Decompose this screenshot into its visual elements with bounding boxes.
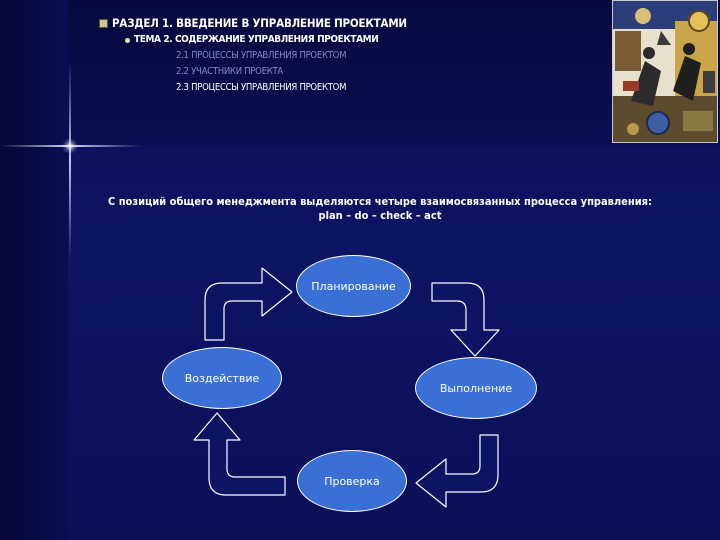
cycle-arrow-icon — [204, 267, 293, 341]
cycle-node-do-label: Выполнение — [439, 381, 513, 395]
cycle-node-plan[interactable]: Планирование — [296, 255, 411, 317]
outline-item-2-3[interactable]: 2.3 ПРОЦЕССЫ УПРАВЛЕНИЯ ПРОЕКТОМ — [176, 82, 347, 93]
intro-line-1: С позиций общего менеджмента выделяются … — [108, 195, 652, 208]
outline-section-text: РАЗДЕЛ 1. ВВЕДЕНИЕ В УПРАВЛЕНИЕ ПРОЕКТАМ… — [112, 16, 407, 30]
outline-item-2-2[interactable]: 2.2 УЧАСТНИКИ ПРОЕКТА — [176, 66, 283, 77]
cycle-arrow-icon — [431, 282, 500, 357]
cycle-node-do[interactable]: Выполнение — [415, 357, 537, 419]
outline-topic[interactable]: ТЕМА 2. СОДЕРЖАНИЕ УПРАВЛЕНИЯ ПРОЕКТАМИ — [125, 34, 379, 45]
outline-section[interactable]: РАЗДЕЛ 1. ВВЕДЕНИЕ В УПРАВЛЕНИЕ ПРОЕКТАМ… — [99, 16, 407, 30]
star-flare-vertical — [69, 60, 71, 260]
star-flare-core — [62, 139, 78, 153]
cycle-node-check[interactable]: Проверка — [297, 450, 407, 512]
cycle-arrow-icon — [415, 434, 499, 508]
clipart-illustration — [613, 1, 717, 142]
cycle-node-act[interactable]: Воздействие — [162, 347, 282, 409]
cycle-node-check-label: Проверка — [324, 474, 380, 488]
square-bullet-icon — [99, 19, 108, 28]
intro-line-2: plan – do – check – act — [318, 209, 442, 222]
cycle-node-act-label: Воздействие — [184, 372, 260, 385]
business-clipart-image — [612, 0, 718, 143]
outline-item-2-1[interactable]: 2.1 ПРОЦЕССЫ УПРАВЛЕНИЯ ПРОЕКТОМ — [176, 50, 347, 61]
outline-topic-text: ТЕМА 2. СОДЕРЖАНИЕ УПРАВЛЕНИЯ ПРОЕКТАМИ — [134, 34, 379, 45]
dot-bullet-icon — [125, 38, 130, 43]
intro-text: С позиций общего менеджмента выделяются … — [80, 195, 680, 223]
header-band — [0, 0, 720, 145]
cycle-node-plan-label: Планирование — [311, 279, 396, 293]
cycle-arrow-icon — [193, 412, 286, 496]
left-band — [0, 0, 68, 540]
